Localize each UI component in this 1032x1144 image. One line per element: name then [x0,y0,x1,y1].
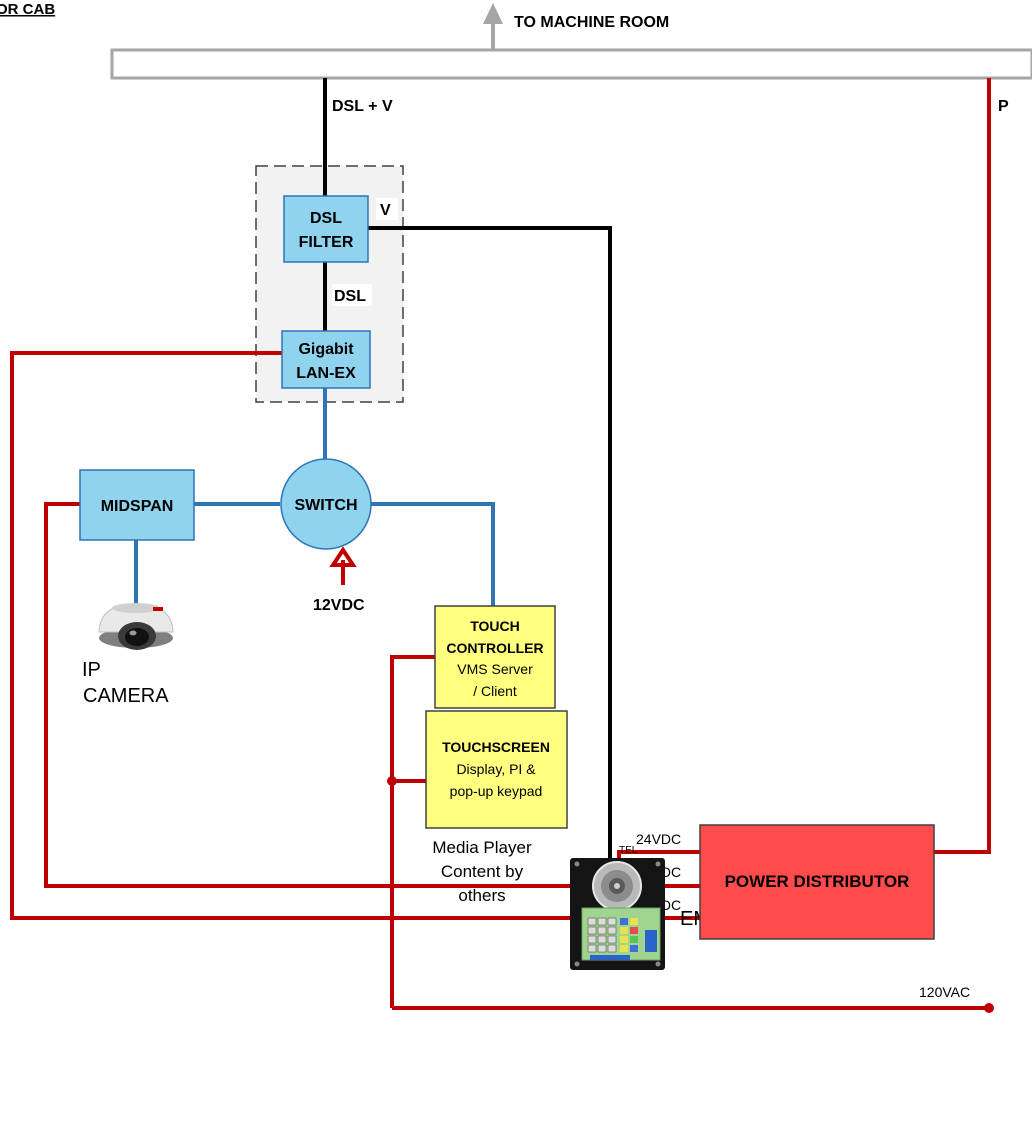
dsl-v-label: DSL + V [332,98,393,115]
emc60-tel-label: TEL [619,845,638,856]
machine-room-label: TO MACHINE ROOM [514,14,669,31]
machine-room-arrow-icon [483,3,503,50]
junction-dot-120vac [984,1003,994,1013]
ip-camera-line1: IP [82,659,101,681]
conduit-bar [110,48,1032,80]
power-wires [10,78,991,1010]
touchscreen-line3: pop-up keypad [450,783,543,799]
voice-wires [323,78,612,858]
midspan-label: MIDSPAN [101,498,174,515]
network-switch: SWITCH [280,458,372,550]
junction-dot-touchscreen [387,776,397,786]
emc60-keypad [587,917,617,953]
media-player-line2: Content by [441,862,524,881]
touchscreen-line1: TOUCHSCREEN [442,739,550,755]
switch-label: SWITCH [294,497,357,514]
touch-controller-line4: / Client [473,683,517,699]
lan-ex-line2: LAN-EX [296,365,356,382]
dsl-label-bg [332,284,372,306]
dsl-filter-box: DSL FILTER [283,195,369,263]
media-player-line1: Media Player [432,838,532,857]
cab-label: OR CAB [0,1,55,18]
vdc24-label: 24VDC [636,831,681,847]
touchscreen-line2: Display, PI & [456,761,536,777]
switch-12vdc-label: 12VDC [313,597,365,614]
midspan-box: MIDSPAN [79,469,195,541]
lan-ex-box: Gigabit LAN-EX [281,330,371,389]
emc60-unit-icon [570,858,665,970]
switch-power-arrow-icon [329,546,357,567]
power-distributor-box: POWER DISTRIBUTOR [699,824,935,940]
network-wires [134,388,495,606]
touch-controller-box: TOUCH CONTROLLER VMS Server / Client [434,605,556,709]
touch-controller-line2: CONTROLLER [446,640,543,656]
power-distributor-label: POWER DISTRIBUTOR [725,872,910,891]
touch-controller-line3: VMS Server [457,661,533,677]
ip-camera-line2: CAMERA [83,685,169,707]
vac120-label: 120VAC [919,984,970,1000]
dsl-label: DSL [334,288,366,305]
p-label: P [998,98,1009,115]
ip-camera-icon [98,603,174,650]
dsl-filter-line1: DSL [310,210,342,227]
dsl-filter-line2: FILTER [299,234,354,251]
v-label-bg [376,198,398,220]
touchscreen-box: TOUCHSCREEN Display, PI & pop-up keypad [425,710,568,829]
v-label: V [380,202,391,219]
lan-ex-line1: Gigabit [298,341,354,358]
touch-controller-line1: TOUCH [470,618,520,634]
media-player-line3: others [458,886,505,905]
